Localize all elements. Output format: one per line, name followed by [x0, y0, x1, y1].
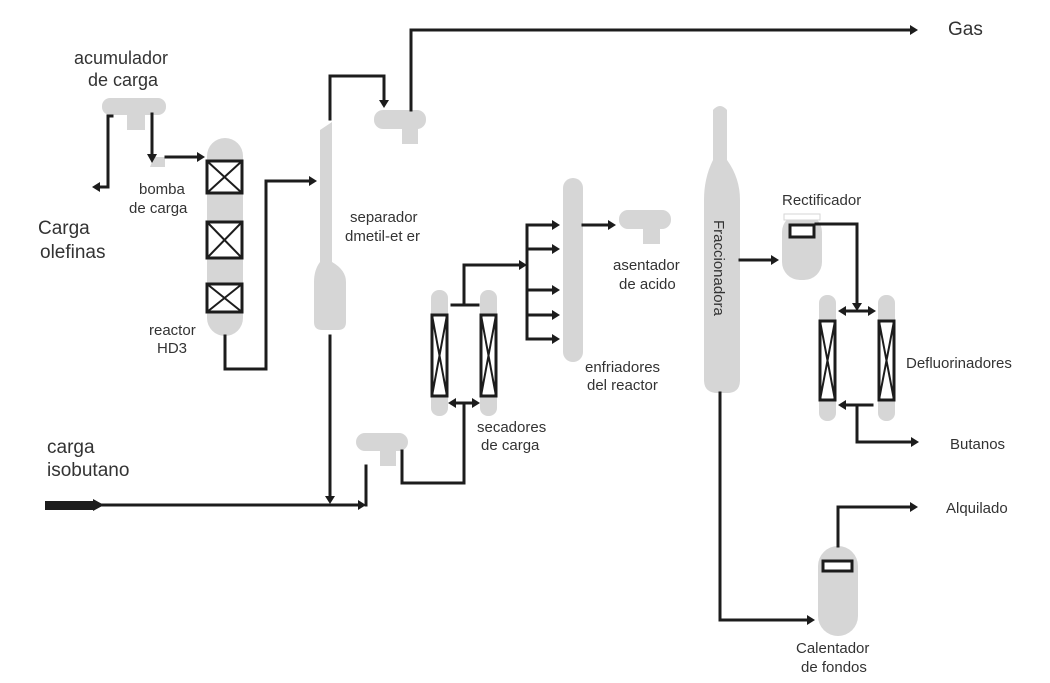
fraccionadora-column — [704, 106, 740, 393]
acumulador-de-carga — [102, 98, 166, 130]
pipe-olefinas-out — [97, 114, 114, 189]
arrow-to-rectificador — [771, 255, 779, 265]
label-butanos: Butanos — [950, 436, 1005, 453]
pipe-alquilado — [836, 505, 914, 548]
label-gas: Gas — [948, 19, 983, 40]
secador-bed-right — [479, 313, 498, 398]
label-alquilado: Alquilado — [946, 500, 1008, 517]
arrow-to-separador — [309, 176, 317, 186]
pipe-separador-top — [328, 74, 386, 121]
arrow-deflu-top-left — [838, 306, 846, 316]
arrow-manifold-2 — [552, 244, 560, 254]
pipe-drum-secadores — [400, 401, 466, 485]
label-separador-1: separador — [350, 209, 418, 226]
label-bomba-1: bomba — [139, 181, 186, 198]
pipe-gas — [409, 28, 914, 112]
arrow-deflu-top-right — [868, 306, 876, 316]
arrow-gas — [910, 25, 918, 35]
label-carga-olefinas-1: Carga — [38, 218, 90, 239]
rectificador-internal — [788, 223, 816, 239]
label-bomba-2: de carga — [129, 200, 188, 217]
arrow-separador-feed — [325, 496, 335, 504]
label-calentador-1: Calentador — [796, 640, 869, 657]
arrow-deflu-top-down — [852, 303, 862, 311]
label-defluorinadores: Defluorinadores — [906, 355, 1012, 372]
separador-vessel — [314, 122, 346, 330]
arrow-to-enfriadores-header — [519, 260, 527, 270]
reactor-bed-2 — [205, 220, 244, 260]
secador-bed-left — [430, 313, 449, 398]
arrow-manifold-4 — [552, 310, 560, 320]
label-fraccionadora: Fraccionadora — [710, 220, 727, 317]
arrow-deflu-bottom-left — [838, 400, 846, 410]
gas-separator-drum — [374, 110, 426, 144]
label-separador-2: dmetil-et er — [345, 228, 420, 245]
arrow-manifold-5 — [552, 334, 560, 344]
asentador-de-acido — [619, 210, 671, 244]
isobutano-feed-bar — [45, 501, 95, 510]
pipe-fracc-bottom — [718, 391, 811, 622]
defluorinador-bed-left — [818, 319, 837, 402]
label-calentador-2: de fondos — [801, 659, 867, 676]
label-carga-olefinas-2: olefinas — [40, 242, 106, 263]
arrow-to-gas-drum — [379, 100, 389, 108]
arrow-butanos — [911, 437, 919, 447]
label-enfriadores-2: del reactor — [587, 377, 658, 394]
arrow-to-asentador — [608, 220, 616, 230]
arrow-to-secadores-bottom-right — [472, 398, 480, 408]
label-reactor-1: reactor — [149, 322, 196, 339]
label-carga-isobutano-2: isobutano — [47, 460, 129, 481]
label-asentador-1: asentador — [613, 257, 680, 274]
label-asentador-2: de acido — [619, 276, 676, 293]
label-carga-isobutano-1: carga — [47, 437, 95, 458]
label-acumulador-1: acumulador — [74, 48, 168, 68]
pipe-rectificador-deflu — [814, 222, 859, 307]
arrow-alquilado — [910, 502, 918, 512]
arrow-to-secadores-bottom — [448, 398, 456, 408]
label-enfriadores-1: enfriadores — [585, 359, 660, 376]
reactor-bed-1 — [205, 159, 244, 195]
label-secadores-1: secadores — [477, 419, 546, 436]
pipe-reactor-separador — [223, 179, 313, 371]
arrow-to-reactor — [197, 152, 205, 162]
arrow-manifold-3 — [552, 285, 560, 295]
arrow-olefinas — [92, 182, 100, 192]
arrow-manifold-1 — [552, 220, 560, 230]
label-secadores-2: de carga — [481, 437, 540, 454]
arrow-to-bomba — [147, 154, 157, 163]
label-rectificador: Rectificador — [782, 192, 861, 209]
enfriadores-del-reactor — [563, 178, 583, 362]
pipe-secadores-enfriadores — [462, 263, 523, 307]
isobutano-drum — [356, 433, 408, 466]
defluorinador-bed-right — [877, 319, 896, 402]
arrow-to-calentador — [807, 615, 815, 625]
label-acumulador-2: de carga — [88, 70, 159, 90]
label-reactor-2: HD3 — [157, 340, 187, 357]
reactor-bed-3 — [205, 282, 244, 314]
arrow-to-isobutano-drum — [358, 500, 366, 510]
pipe-butanos — [855, 403, 915, 444]
calentador-internal — [821, 559, 854, 573]
